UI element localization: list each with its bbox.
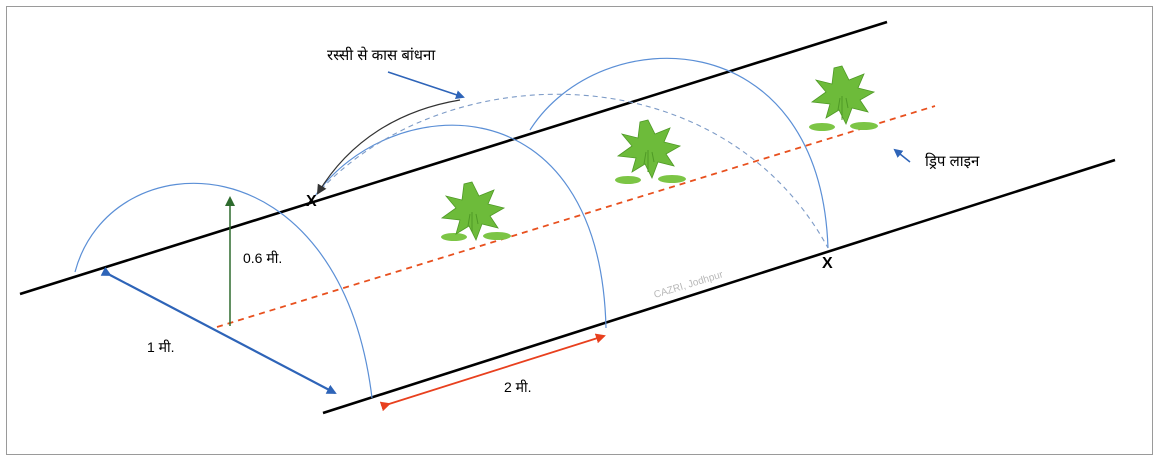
rope-tie-curve — [314, 93, 829, 249]
height-label: 0.6 मी. — [243, 250, 282, 266]
spacing-label: 2 मी. — [504, 379, 532, 395]
plant-icon — [440, 181, 511, 241]
spacing-arrow — [379, 333, 606, 412]
hoop-2 — [314, 124, 607, 329]
drip-line-label: ड्रिप लाइन — [925, 152, 980, 170]
rope-tie-return-arrow — [316, 99, 461, 195]
width-label: 1 मी. — [147, 339, 175, 355]
rope-tie-label: रस्सी से कास बांधना — [327, 46, 436, 64]
drip-label-pointer — [893, 148, 911, 163]
bed-edge-top — [19, 20, 888, 296]
drip-line — [216, 105, 936, 328]
cross-mark-left: X — [306, 193, 317, 210]
plant-icon — [809, 65, 878, 131]
width-arrow — [100, 266, 337, 394]
cross-mark-right: X — [822, 255, 833, 272]
rope-label-pointer — [387, 71, 465, 100]
hoop-3 — [529, 57, 829, 249]
hoop-1 — [74, 182, 373, 399]
plant-icon — [615, 119, 686, 184]
bed-edge-bottom — [322, 158, 1116, 415]
